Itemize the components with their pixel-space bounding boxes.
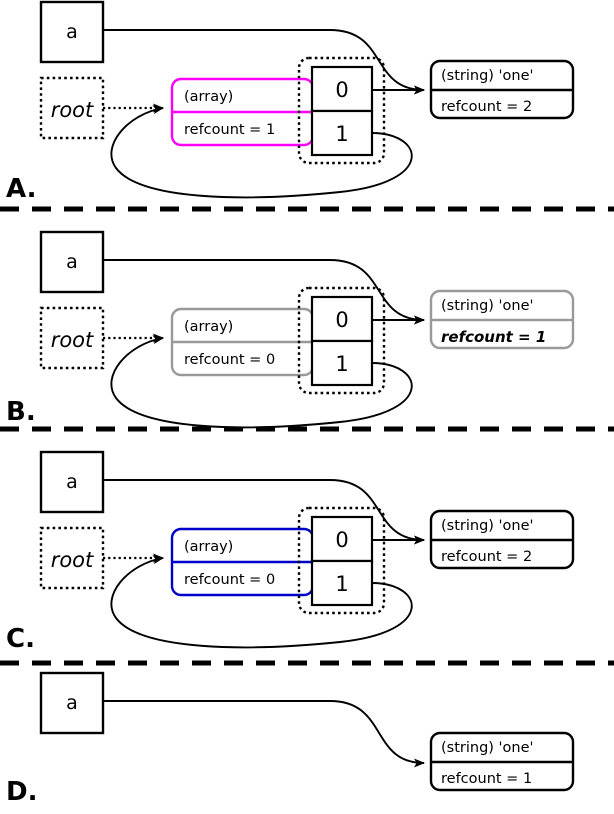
array-node-refcount-A: refcount = 1 — [184, 122, 275, 138]
array-node-C: (array) refcount = 0 — [170, 527, 315, 597]
string-node-type-A: (string) 'one' — [441, 68, 534, 84]
array-slot-0-label-C: 0 — [335, 528, 348, 552]
edge-a-to-string-A — [103, 29, 425, 95]
panel-A: a root (array) refcount = 1 0 1 (s — [6, 0, 575, 204]
array-node-B: (array) refcount = 0 — [170, 307, 315, 377]
edge-a-to-string-D — [103, 700, 425, 768]
array-slots-container-B — [297, 286, 386, 395]
array-slot-1-label-B: 1 — [335, 352, 348, 376]
string-node-A: (string) 'one' refcount = 2 — [429, 59, 575, 120]
var-label-a-B: a — [66, 251, 78, 273]
string-node-refcount-D: refcount = 1 — [441, 771, 532, 787]
edge-slot1-loop-C — [110, 555, 413, 649]
string-node-type-B: (string) 'one' — [441, 298, 534, 314]
string-node-B: (string) 'one' refcount = 1 — [429, 289, 575, 350]
var-label-a-C: a — [66, 471, 78, 493]
root-box-B — [39, 306, 105, 370]
panel-label-C: C. — [6, 624, 35, 654]
root-label-B: root — [51, 328, 94, 352]
array-slot-0-C — [310, 515, 374, 563]
string-node-refcount-B: refcount = 1 — [441, 328, 546, 346]
panel-label-B: B. — [6, 397, 36, 427]
array-slot-1-B — [310, 339, 374, 387]
string-node-type-C: (string) 'one' — [441, 518, 534, 534]
edge-a-to-string-C — [103, 479, 425, 545]
array-slot-0-B — [310, 295, 374, 343]
string-node-D: (string) 'one' refcount = 1 — [429, 731, 575, 792]
panel-label-D: D. — [6, 777, 37, 807]
edge-slot1-loop-A — [110, 105, 413, 199]
array-node-A: (array) refcount = 1 — [170, 77, 315, 147]
string-node-refcount-A: refcount = 2 — [441, 99, 532, 115]
array-node-type-C: (array) — [184, 539, 233, 555]
root-label-A: root — [51, 98, 94, 122]
array-slot-0-label-A: 0 — [335, 78, 348, 102]
string-node-refcount-C: refcount = 2 — [441, 549, 532, 565]
string-node-type-D: (string) 'one' — [441, 740, 534, 756]
var-label-a-D: a — [66, 692, 78, 714]
array-slot-1-label-C: 1 — [335, 572, 348, 596]
var-box-a-C — [39, 450, 105, 514]
panel-B: a root (array) refcount = 0 0 1 (string)… — [6, 230, 575, 429]
panel-C: a root (array) refcount = 0 0 1 (string)… — [6, 450, 575, 654]
root-box-C — [39, 526, 105, 590]
array-slot-0-label-B: 0 — [335, 308, 348, 332]
array-slot-1-A — [310, 109, 374, 157]
root-box-A — [39, 76, 105, 140]
array-node-refcount-B: refcount = 0 — [184, 352, 275, 368]
panel-label-A: A. — [6, 174, 36, 204]
var-box-a-A — [39, 0, 105, 64]
array-slots-container-C — [297, 506, 386, 615]
array-slots-container-A — [297, 56, 386, 165]
var-box-a-D — [39, 671, 105, 735]
array-node-refcount-C: refcount = 0 — [184, 572, 275, 588]
array-node-type-A: (array) — [184, 89, 233, 105]
edge-a-to-string-B — [103, 259, 425, 325]
root-label-C: root — [51, 548, 94, 572]
var-label-a-A: a — [66, 21, 78, 43]
array-slot-1-label-A: 1 — [335, 122, 348, 146]
array-slot-1-C — [310, 559, 374, 607]
string-node-C: (string) 'one' refcount = 2 — [429, 509, 575, 570]
panel-D: a (string) 'one' refcount = 1 D. — [6, 671, 575, 807]
var-box-a-B — [39, 230, 105, 294]
array-node-type-B: (array) — [184, 319, 233, 335]
